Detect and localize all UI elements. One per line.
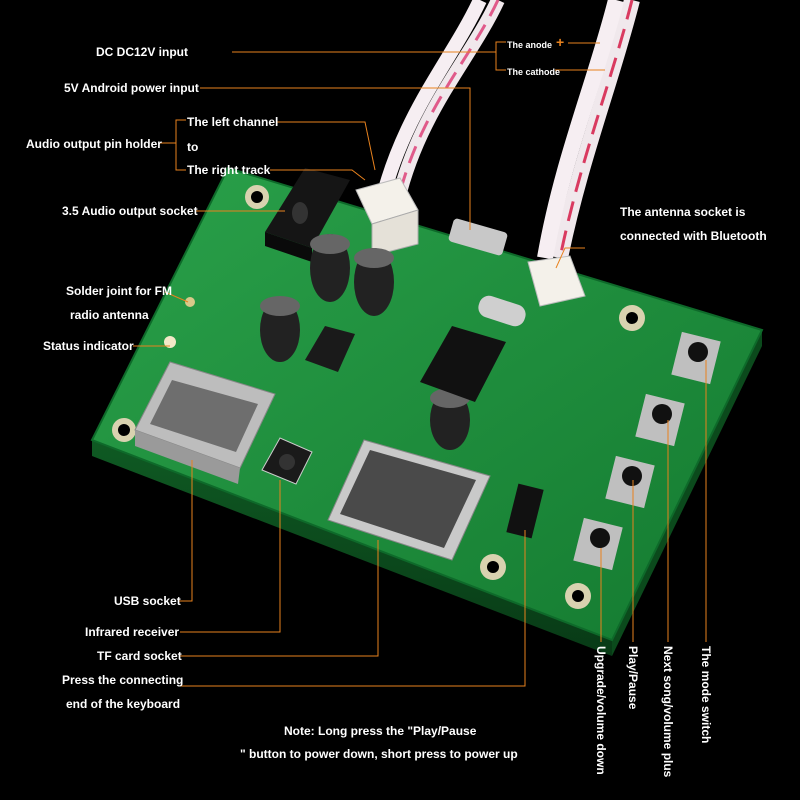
label-keyboard-2: end of the keyboard (66, 697, 181, 711)
pcb-edge (92, 440, 612, 656)
voltage-regulator (305, 326, 355, 372)
label-audio-pin-holder: Audio output pin holder (26, 137, 162, 151)
label-anode: The anode (507, 40, 553, 50)
label-next-volume-plus: Next song/volume plus (661, 646, 675, 778)
label-infrared: Infrared receiver (85, 625, 180, 639)
note-line-1: Note: Long press the "Play/Pause (284, 724, 477, 738)
usb-a-socket (134, 361, 276, 484)
label-right-track: The right track (187, 163, 271, 177)
label-tf-card: TF card socket (97, 649, 182, 663)
label-status-indicator: Status indicator (43, 339, 134, 353)
ir-receiver (261, 437, 313, 485)
label-dc-input: DC DC12V input (96, 45, 189, 59)
label-usb-socket: USB socket (114, 594, 181, 608)
micro-usb-port (448, 218, 508, 256)
label-antenna-2: connected with Bluetooth (620, 229, 767, 243)
label-fm-solder-2: radio antenna (70, 308, 149, 322)
power-connector (527, 255, 586, 307)
label-play-pause: Play/Pause (626, 646, 640, 710)
anode-plus-symbol: + (556, 34, 565, 50)
label-audio-socket: 3.5 Audio output socket (62, 204, 198, 218)
audio-jack-3-5 (265, 168, 350, 262)
label-antenna-1: The antenna socket is (620, 205, 746, 219)
push-buttons (573, 331, 721, 571)
label-keyboard-1: Press the connecting (62, 673, 184, 687)
crystal (478, 295, 526, 327)
capacitors (260, 234, 470, 450)
pcb-edge-right (612, 330, 762, 656)
label-upgrade-volume-down: Upgrade/volume down (594, 646, 608, 775)
label-fm-solder-1: Solder joint for FM (66, 284, 172, 298)
label-cathode: The cathode (507, 67, 561, 77)
status-led (164, 336, 176, 348)
note-line-2: " button to power down, short press to p… (240, 747, 518, 761)
audio-pin-holder (355, 177, 419, 257)
main-chip (420, 326, 506, 402)
label-to: to (187, 140, 199, 154)
mounting-holes (112, 185, 645, 609)
power-wires (375, 0, 640, 260)
label-mode-switch: The mode switch (699, 646, 713, 744)
fm-solder-point (185, 297, 195, 307)
keyboard-connector (506, 483, 544, 539)
label-left-channel: The left channel (187, 115, 279, 129)
tf-card-socket (327, 439, 491, 561)
leader-lines (133, 41, 707, 687)
label-android-power: 5V Android power input (64, 81, 199, 95)
